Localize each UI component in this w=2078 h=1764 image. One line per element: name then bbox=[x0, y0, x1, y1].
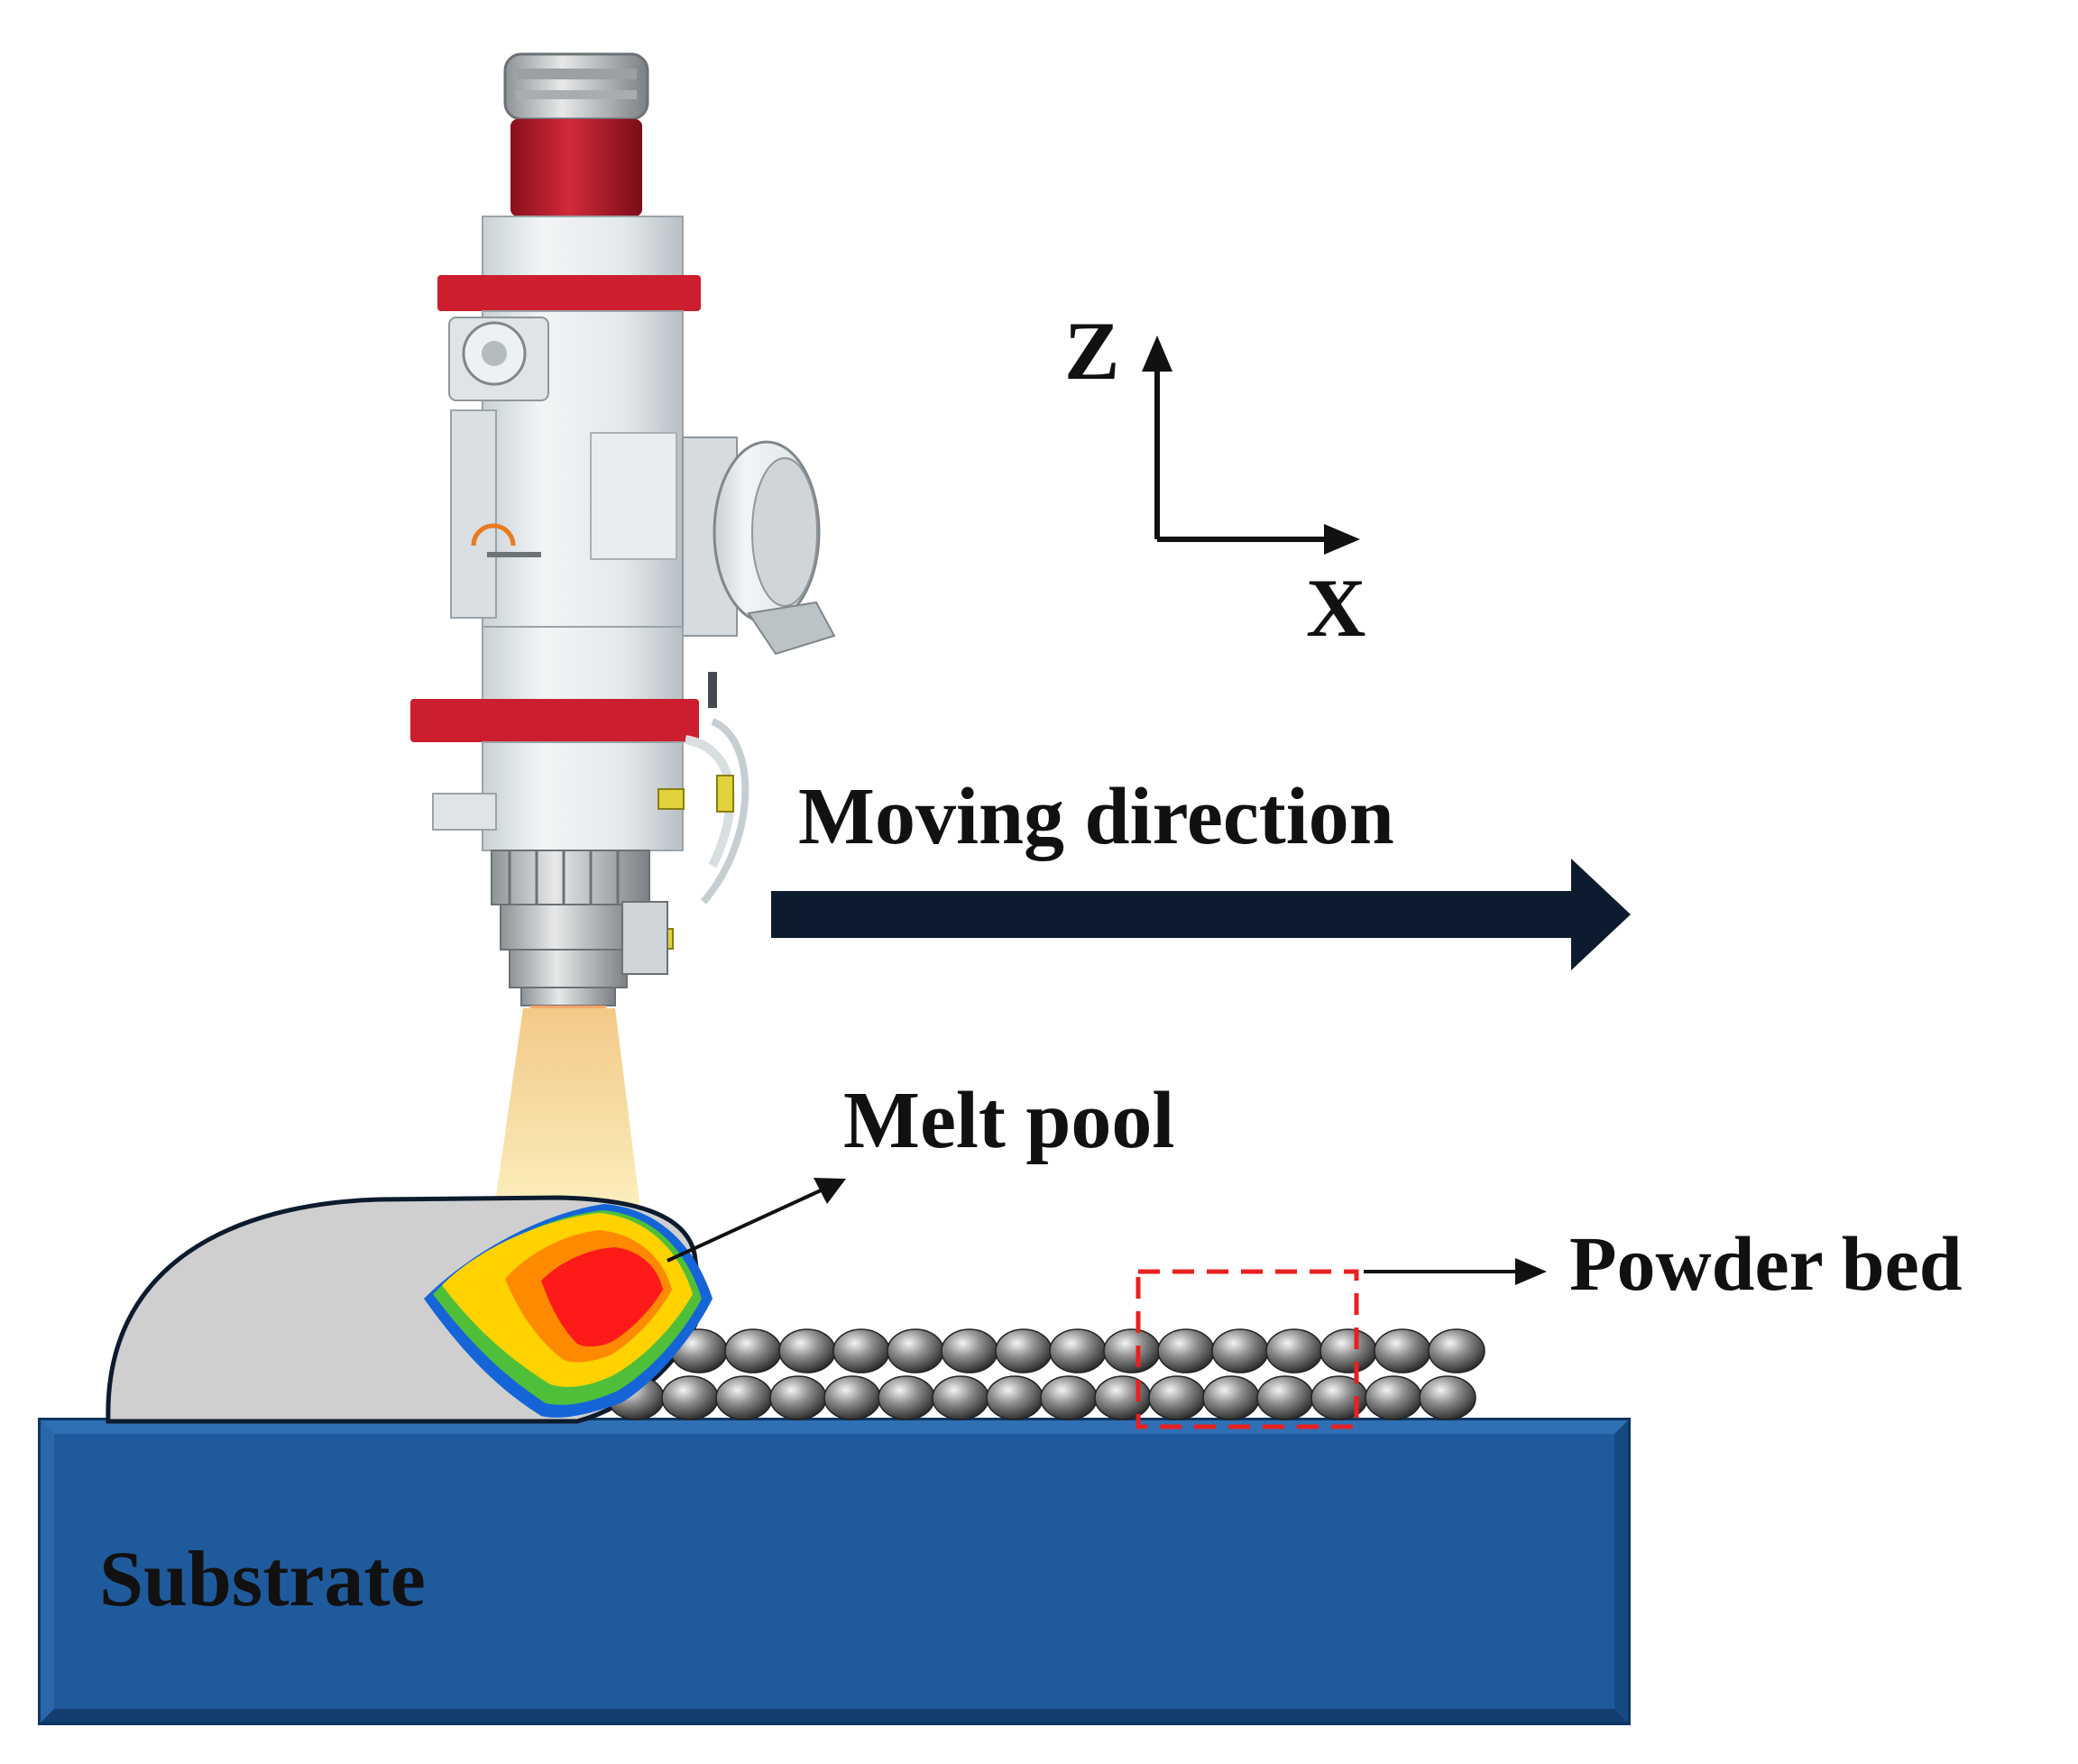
powder-particle-icon bbox=[724, 1328, 782, 1374]
powder-particle-icon bbox=[995, 1328, 1053, 1374]
powder-bed-label: Powder bed bbox=[1569, 1220, 1963, 1307]
powder-particle-icon bbox=[1310, 1375, 1368, 1420]
powder-particle-icon bbox=[832, 1328, 890, 1374]
powder-particle-icon bbox=[1094, 1375, 1152, 1420]
substrate-plate: Substrate bbox=[38, 1418, 1631, 1725]
powder-particle-icon bbox=[1049, 1328, 1107, 1374]
x-axis-label: X bbox=[1306, 562, 1365, 654]
powder-particle-icon bbox=[1319, 1328, 1377, 1374]
powder-particle-icon bbox=[823, 1375, 881, 1420]
melt-pool-pointer-line bbox=[667, 1189, 822, 1263]
powder-bed-particles bbox=[607, 1328, 1485, 1420]
x-axis-arrowhead bbox=[1324, 524, 1360, 555]
z-axis-arrowhead bbox=[1142, 335, 1172, 372]
powder-particle-icon bbox=[1419, 1375, 1476, 1420]
laser-beam bbox=[494, 1008, 640, 1208]
powder-particle-icon bbox=[1202, 1375, 1260, 1420]
moving-direction-indicator: Moving direction bbox=[771, 772, 1631, 970]
coordinate-axes: Z X bbox=[1064, 305, 1365, 654]
z-axis-label: Z bbox=[1064, 305, 1119, 397]
powder-particle-icon bbox=[986, 1375, 1044, 1420]
powder-particle-icon bbox=[1040, 1375, 1098, 1420]
melt-pool-red-core bbox=[541, 1247, 663, 1347]
powder-particle-icon bbox=[778, 1328, 836, 1374]
powder-particle-icon bbox=[878, 1375, 935, 1420]
powder-particle-icon bbox=[769, 1375, 827, 1420]
powder-bed-highlight-box bbox=[1136, 1269, 1359, 1429]
powder-particle-icon bbox=[1374, 1328, 1431, 1374]
powder-particle-icon bbox=[1103, 1328, 1161, 1374]
melt-pool-annotation: Melt pool bbox=[667, 1076, 1174, 1263]
powder-particle-icon bbox=[1256, 1375, 1314, 1420]
melt-pool-pointer-arrowhead bbox=[814, 1178, 846, 1204]
powder-bed-pointer-arrowhead bbox=[1515, 1258, 1547, 1285]
powder-particle-icon bbox=[1365, 1375, 1422, 1420]
powder-particle-icon bbox=[1428, 1328, 1485, 1374]
melt-pool bbox=[424, 1204, 713, 1418]
laser-head-icon bbox=[410, 52, 836, 1013]
powder-bed-annotation: Powder bed bbox=[1136, 1220, 1963, 1429]
powder-particle-icon bbox=[932, 1375, 989, 1420]
moving-direction-label: Moving direction bbox=[798, 772, 1394, 861]
powder-particle-icon bbox=[1265, 1328, 1323, 1374]
moving-direction-arrowhead bbox=[1571, 859, 1631, 970]
powder-particle-icon bbox=[661, 1375, 719, 1420]
powder-particle-icon bbox=[1157, 1328, 1215, 1374]
melt-pool-label: Melt pool bbox=[843, 1076, 1174, 1165]
powder-particle-icon bbox=[941, 1328, 998, 1374]
moving-direction-arrow-shaft bbox=[771, 891, 1578, 938]
powder-particle-icon bbox=[1148, 1375, 1206, 1420]
powder-particle-icon bbox=[715, 1375, 773, 1420]
powder-particle-icon bbox=[1211, 1328, 1269, 1374]
powder-particle-icon bbox=[887, 1328, 944, 1374]
substrate-label: Substrate bbox=[99, 1536, 426, 1623]
